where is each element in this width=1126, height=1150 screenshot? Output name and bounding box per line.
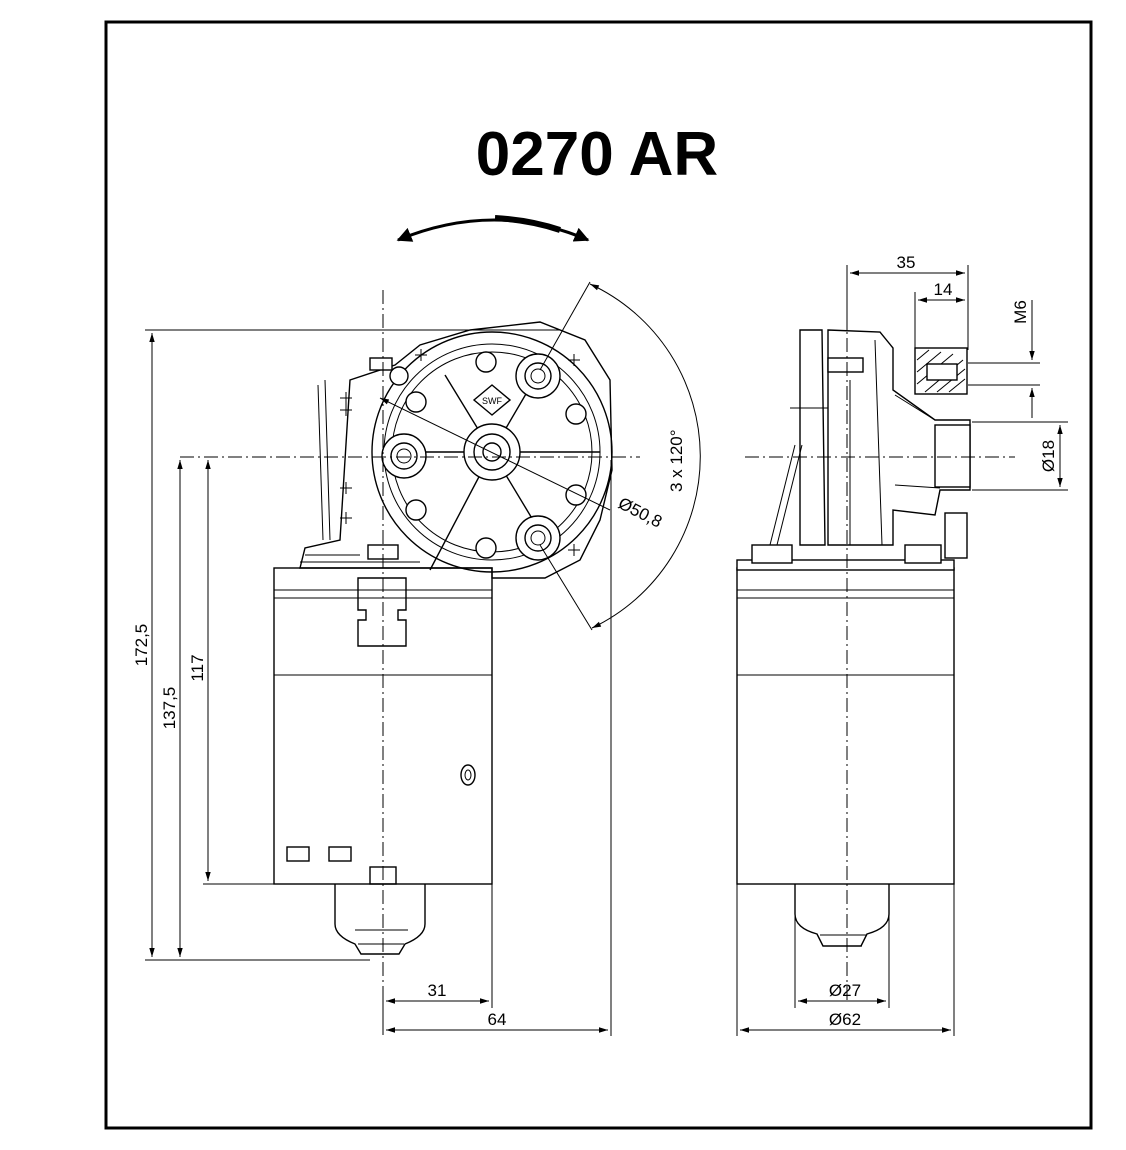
dim-width-64: 64 (488, 1010, 507, 1029)
front-view: SWF (273, 321, 613, 955)
dim-diameter-27: Ø27 (829, 981, 861, 1000)
dim-diameter-62: Ø62 (829, 1010, 861, 1029)
dim-diameter-50-8: Ø50,8 (615, 494, 665, 532)
drawing-title: 0270 AR (476, 120, 718, 189)
dim-thread-m6: M6 (1011, 300, 1030, 324)
dim-angle-3x120: 3 x 120° (667, 429, 686, 492)
dim-heights: 172,5 137,5 117 (132, 329, 560, 961)
side-view (736, 329, 971, 947)
dim-width-31: 31 (428, 981, 447, 1000)
rotation-arrow-icon (396, 215, 590, 242)
swf-logo-icon: SWF (472, 384, 512, 416)
dim-widths-front: 31 64 (386, 460, 612, 1036)
dim-diameter-18: Ø18 (1039, 440, 1058, 472)
dim-side-35: 35 (897, 253, 916, 272)
sheet-border (104, 20, 1093, 1130)
dim-height-117: 117 (188, 654, 207, 681)
dim-side-14: 14 (934, 280, 953, 299)
dim-side: 35 14 M6 Ø18 Ø27 Ø62 (736, 253, 1068, 1036)
dim-height-137-5: 137,5 (160, 687, 179, 730)
logo-text: SWF (482, 396, 502, 406)
dim-height-172-5: 172,5 (132, 624, 151, 667)
